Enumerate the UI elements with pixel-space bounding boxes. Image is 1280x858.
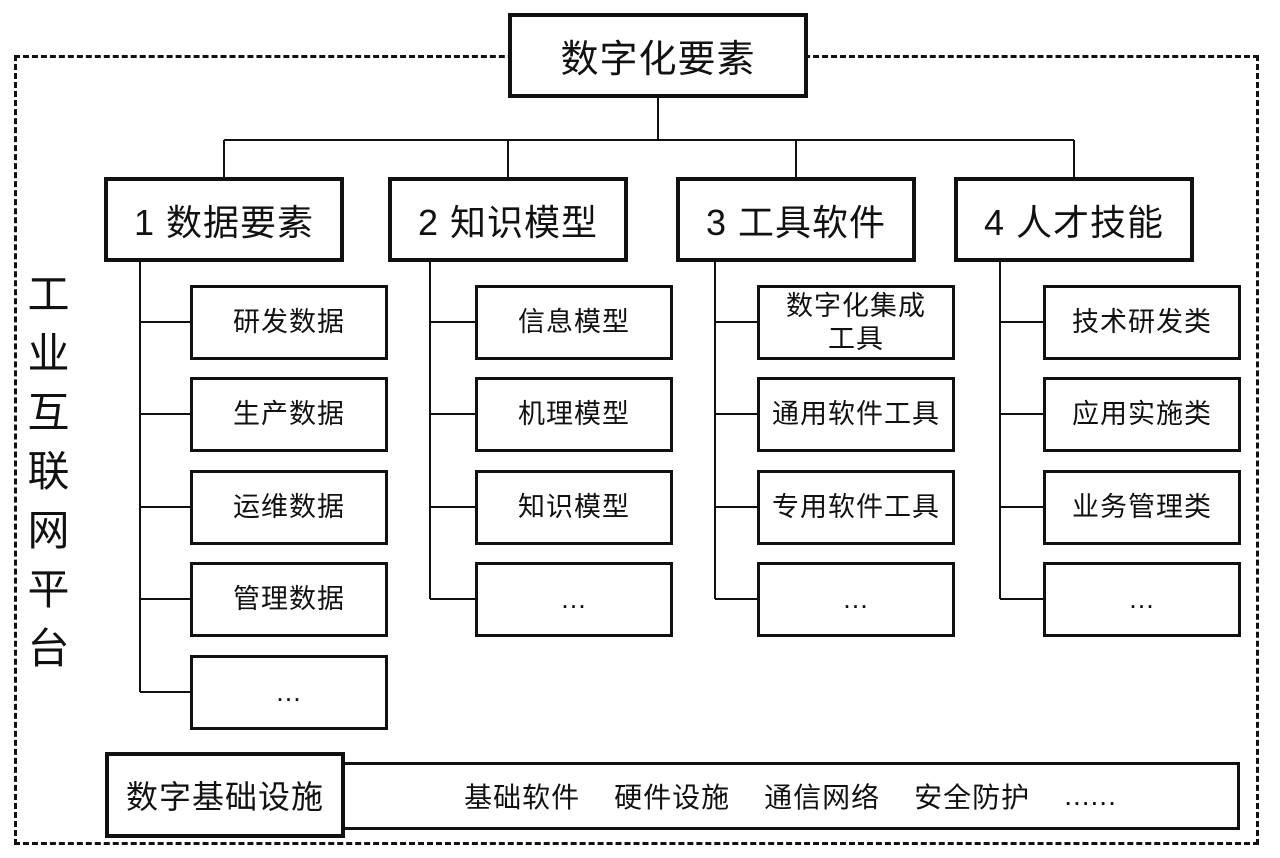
node-branch-tool-software: 3 工具软件 <box>676 177 916 262</box>
node-child-general-software-tools: 通用软件工具 <box>757 377 955 452</box>
node-child-management-data: 管理数据 <box>190 562 388 637</box>
node-child-tools-more: ... <box>757 562 955 637</box>
node-child-data-more: ... <box>190 655 388 730</box>
infra-item-network: 通信网络 <box>764 782 881 813</box>
node-child-knowledge-model: 知识模型 <box>475 470 673 545</box>
node-child-om-data: 运维数据 <box>190 470 388 545</box>
node-branch-knowledge-models: 2 知识模型 <box>388 177 628 262</box>
node-branch-data-elements: 1 数据要素 <box>104 177 344 262</box>
node-child-production-data: 生产数据 <box>190 377 388 452</box>
node-branch-talent-skills: 4 人才技能 <box>954 177 1194 262</box>
node-child-app-implementation: 应用实施类 <box>1043 377 1241 452</box>
node-child-skills-more: ... <box>1043 562 1241 637</box>
node-digital-elements: 数字化要素 <box>508 13 808 98</box>
node-child-digital-integration-tools: 数字化集成 工具 <box>757 285 955 360</box>
node-child-mechanism-model: 机理模型 <box>475 377 673 452</box>
platform-label: 工业互联网平台 <box>22 272 69 685</box>
infra-item-security: 安全防护 <box>914 782 1031 813</box>
node-child-information-model: 信息模型 <box>475 285 673 360</box>
infra-item-basic-software: 基础软件 <box>464 782 581 813</box>
node-child-tech-rd-category: 技术研发类 <box>1043 285 1241 360</box>
infra-item-hardware: 硬件设施 <box>614 782 731 813</box>
infra-item-more: ...... <box>1064 780 1117 811</box>
node-child-business-management: 业务管理类 <box>1043 470 1241 545</box>
infrastructure-items-box: 基础软件 硬件设施 通信网络 安全防护 ...... <box>341 762 1240 830</box>
infrastructure-label-box: 数字基础设施 <box>105 752 345 838</box>
node-child-special-software-tools: 专用软件工具 <box>757 470 955 545</box>
node-child-model-more: ... <box>475 562 673 637</box>
node-child-rd-data: 研发数据 <box>190 285 388 360</box>
